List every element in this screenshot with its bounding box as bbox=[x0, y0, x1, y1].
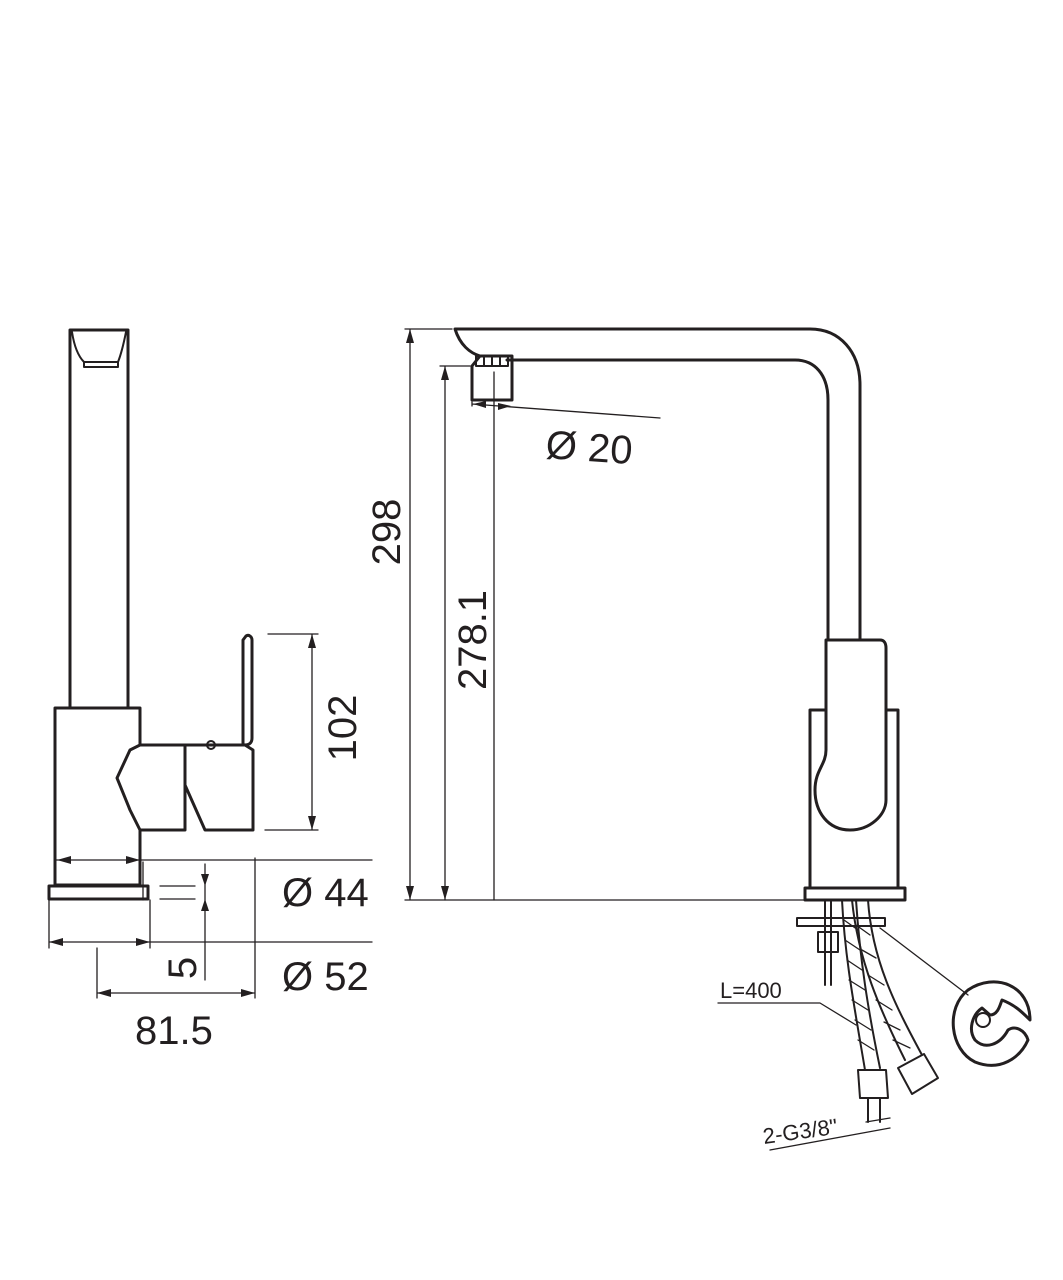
side-aerator-detail bbox=[71, 331, 127, 368]
dim-44-label: Ø 44 bbox=[282, 871, 369, 915]
dim-52-arrow-left bbox=[49, 938, 63, 946]
dim-102-lines bbox=[264, 633, 319, 831]
dim-52-label: Ø 52 bbox=[282, 955, 369, 999]
dim-81-5-arrow-left bbox=[97, 989, 111, 997]
thread-label: 2-G3/8" bbox=[761, 1114, 839, 1149]
side-handle-connector bbox=[183, 743, 255, 832]
dim-81-5-arrow-right bbox=[241, 989, 255, 997]
front-aerator-ring bbox=[475, 355, 509, 367]
side-body bbox=[53, 706, 187, 887]
dim-298-label: 298 bbox=[365, 499, 409, 566]
dim-52-arrow-right bbox=[136, 938, 150, 946]
hose-length-label: L=400 bbox=[720, 978, 782, 1003]
front-nut-left bbox=[857, 1069, 889, 1123]
side-view: 102 Ø 44 5 Ø 52 81.5 bbox=[47, 328, 373, 1053]
front-spout bbox=[453, 327, 862, 642]
front-mounting-plate bbox=[796, 917, 886, 927]
dim-102-arrow-top bbox=[308, 634, 316, 648]
dim-102-label: 102 bbox=[321, 695, 365, 762]
dim-5-arrow-top bbox=[201, 874, 209, 886]
dim-278-arrow-bottom bbox=[441, 886, 449, 900]
front-mounting-stud bbox=[817, 899, 839, 986]
side-handle-screw bbox=[206, 740, 216, 750]
dim-298-arrow-bottom bbox=[406, 886, 414, 900]
front-hose-braid bbox=[843, 919, 911, 1051]
dim-298-arrow-top bbox=[406, 329, 414, 343]
dim-44-lines bbox=[54, 859, 373, 901]
front-view: 298 278.1 Ø 20 L=400 2-G3/8" bbox=[365, 327, 1032, 1151]
front-handle bbox=[813, 638, 888, 832]
dim-102-arrow-bottom bbox=[308, 816, 316, 830]
dim-81-5-lines bbox=[96, 857, 256, 999]
front-c-clip-hole bbox=[975, 1012, 991, 1028]
dim-20-arrow-left bbox=[473, 401, 486, 408]
dim-52-lines bbox=[48, 899, 373, 949]
dim-81-5-label: 81.5 bbox=[135, 1009, 213, 1053]
front-nut-right bbox=[897, 1053, 939, 1095]
dim-278-arrow-top bbox=[441, 366, 449, 380]
dim-298-lines bbox=[404, 328, 906, 901]
dim-5-label: 5 bbox=[161, 957, 205, 979]
side-spout-column bbox=[68, 328, 130, 710]
dim-5-arrow-bottom bbox=[201, 899, 209, 911]
thread-leader bbox=[769, 1117, 891, 1151]
front-c-clip bbox=[951, 980, 1032, 1067]
dim-44-arrow-left bbox=[57, 856, 71, 864]
dim-278-label: 278.1 bbox=[451, 590, 495, 690]
front-hose-left bbox=[841, 899, 881, 1071]
side-base-plate bbox=[47, 884, 150, 901]
hose-length-leader bbox=[717, 1002, 857, 1026]
dim-44-arrow-right bbox=[126, 856, 140, 864]
front-hose-right bbox=[851, 899, 923, 1061]
front-base-plate bbox=[803, 886, 907, 902]
front-clip-leader bbox=[879, 927, 969, 996]
side-handle-lever bbox=[115, 633, 254, 832]
dim-20-label: Ø 20 bbox=[544, 423, 634, 473]
dim-20-arrow-right bbox=[498, 403, 511, 410]
